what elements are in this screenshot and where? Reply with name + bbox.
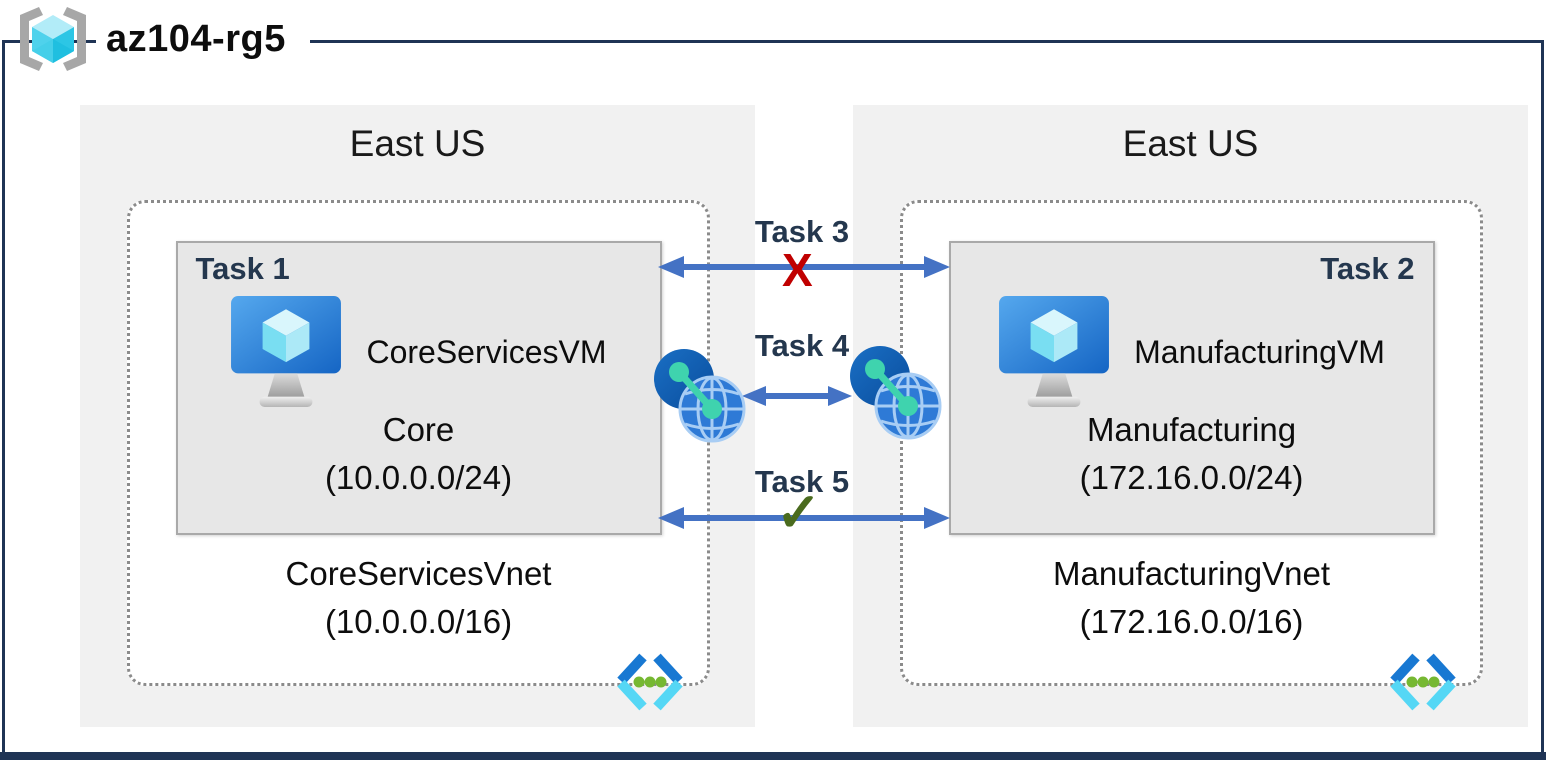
blocked-x-marker: X	[782, 244, 813, 296]
task-4-arrow	[742, 386, 852, 406]
subnet-name-label: Manufacturing	[1086, 411, 1297, 448]
virtual-machine-icon	[999, 296, 1110, 407]
vm-row: ManufacturingVM	[951, 295, 1433, 409]
subnet-core-box: Task 1 CoreServicesVM Core (10.0.0.0/24)	[175, 241, 662, 535]
task-5-arrow	[658, 507, 950, 529]
vnet-coreservices-box: Task 1 CoreServicesVM Core (10.0.0.0/24)…	[127, 200, 710, 711]
resource-group-icon	[20, 7, 86, 71]
vm-name-label: CoreServicesVM	[366, 333, 607, 370]
vm-name-label: ManufacturingVM	[1134, 333, 1385, 370]
network-peering-icon	[850, 346, 942, 440]
vnet-manufacturing-box: Task 2 ManufacturingVM Manufacturing (17…	[900, 200, 1483, 711]
region-east-us-right: East US Task 2 ManufacturingVM Manufactu…	[853, 105, 1528, 727]
subnet-cidr-label: (10.0.0.0/24)	[324, 459, 513, 496]
vnet-name-label: ManufacturingVnet	[1052, 555, 1330, 592]
region-name-label: East US	[349, 123, 486, 164]
task-2-label: Task 2	[1320, 251, 1415, 286]
network-peering-icon	[654, 349, 746, 443]
task-1-label: Task 1	[195, 251, 290, 286]
vnet-cidr-label: (10.0.0.0/16)	[324, 603, 513, 640]
subnet-cidr-label: (172.16.0.0/24)	[1079, 459, 1304, 496]
region-name-label: East US	[1122, 123, 1259, 164]
subnet-name-label: Core	[382, 411, 455, 448]
vnet-cidr-label: (172.16.0.0/16)	[1079, 603, 1304, 640]
vnet-name-label: CoreServicesVnet	[285, 555, 552, 592]
task-4-label: Task 4	[754, 328, 850, 363]
subnet-manufacturing-box: Task 2 ManufacturingVM Manufacturing (17…	[948, 241, 1435, 535]
virtual-network-icon	[1390, 653, 1456, 711]
task-3-label: Task 3	[754, 214, 850, 249]
region-east-us-left: East US Task 1 CoreServicesVM Core (	[80, 105, 755, 727]
allowed-check-marker: ✓	[776, 483, 822, 543]
resource-group-title: az104-rg5	[96, 15, 310, 63]
virtual-network-icon	[617, 653, 683, 711]
frame-bottom-bar	[0, 752, 1546, 760]
task-5-label: Task 5	[754, 464, 850, 499]
resource-group-frame	[2, 40, 1544, 754]
task-3-arrow	[658, 256, 950, 278]
virtual-machine-icon	[231, 296, 342, 407]
resource-group-header: az104-rg5	[10, 6, 310, 72]
vm-row: CoreServicesVM	[178, 295, 660, 409]
